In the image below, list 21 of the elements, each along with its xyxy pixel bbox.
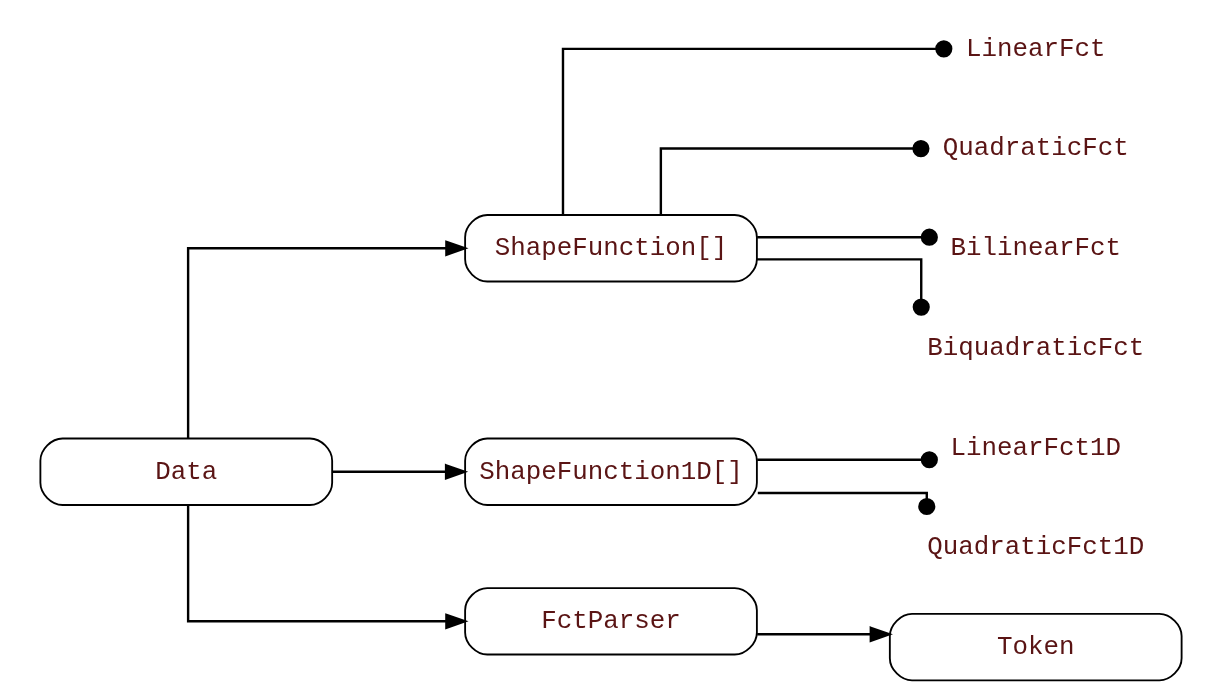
- node-box: ShapeFunction1D[]: [464, 437, 758, 506]
- node-box: ShapeFunction[]: [464, 214, 758, 283]
- arrow: [186, 505, 469, 630]
- node-text: QuadraticFct: [942, 133, 1129, 164]
- connector: [757, 451, 938, 469]
- node-box: FctParser: [464, 587, 758, 656]
- node-text: LinearFct1D: [950, 432, 1122, 463]
- connector: [757, 491, 936, 516]
- node-text: LinearFct: [965, 33, 1106, 64]
- connector: [757, 228, 938, 246]
- arrow: [332, 463, 469, 480]
- connector: [659, 140, 930, 215]
- connector: [561, 40, 953, 215]
- arrow: [757, 626, 893, 643]
- node-text: QuadraticFct1D: [927, 532, 1145, 563]
- node-box: Data: [39, 437, 334, 506]
- node-box: Token: [888, 613, 1183, 682]
- node-text: BilinearFct: [950, 233, 1122, 264]
- node-text: BiquadraticFct: [927, 332, 1145, 363]
- connector: [757, 258, 930, 316]
- arrow: [186, 240, 469, 439]
